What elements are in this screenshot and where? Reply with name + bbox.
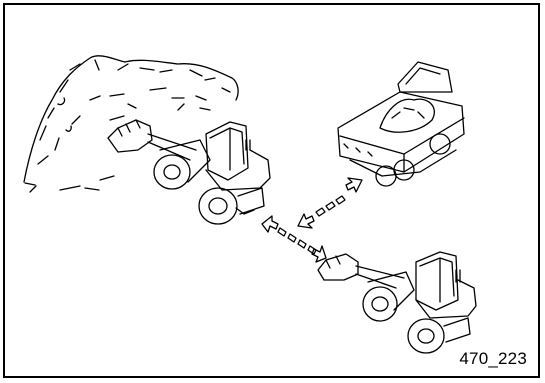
movement-arrow-loaders [262,216,326,262]
wheel-loader-carrying [318,252,476,353]
dump-truck [338,62,464,186]
movement-arrow-truck [298,178,362,228]
figure-id-label: 470_223 [459,349,527,369]
wheel-loader-digging [108,120,270,224]
material-pile [24,56,238,192]
